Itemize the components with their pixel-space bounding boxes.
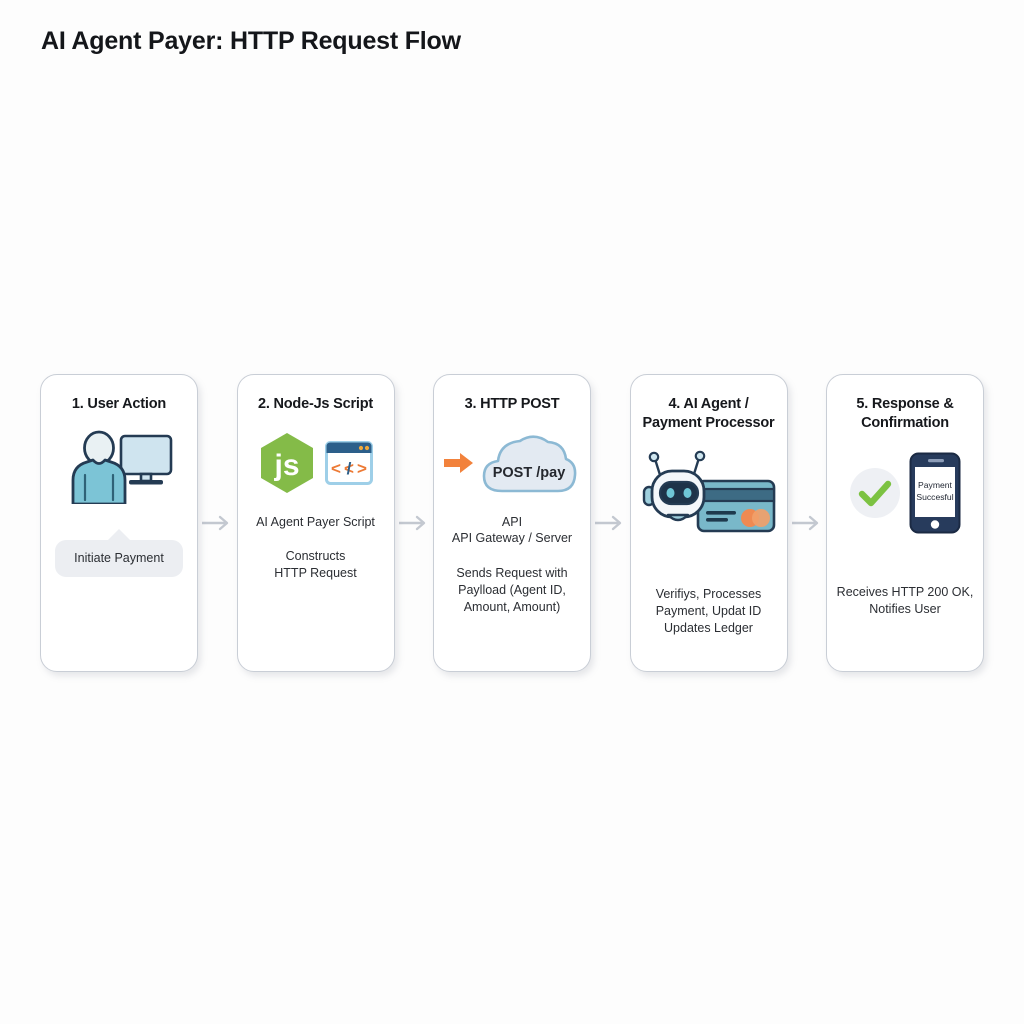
javascript-hexagon-icon: js [259,432,315,499]
green-check-circle-icon [849,467,901,524]
flow-step-card-2[interactable]: 2. Node-Js Script js < / [236,374,395,672]
user-at-computer-icon [41,418,197,514]
card-description-sub: Sends Request with Paylload (Agent ID, A… [456,566,568,614]
credit-card-icon [696,479,775,533]
flow-step-card-3[interactable]: 3. HTTP POST POST /pay API API Gateway /… [433,374,591,672]
robot-head-icon [642,450,705,522]
connector-arrow-1 [198,508,236,538]
svg-text:/: / [346,459,351,478]
svg-text:<: < [331,459,341,478]
card-description-sub: Verifiys, Processes Payment, Updat ID Up… [655,587,762,635]
cloud-label: POST /pay [493,465,566,481]
bubble-label: Initiate Payment [74,550,164,565]
page-title: AI Agent Payer: HTTP Request Flow [41,27,461,55]
flow-step-card-1[interactable]: 1. User Action Initiate Payment [40,374,198,672]
card-description: API API Gateway / Server [451,514,573,546]
orange-arrow-icon [444,451,474,480]
card-description-sub: Receives HTTP 200 OK, Notifies User [836,585,974,616]
js-label: js [273,449,299,482]
connector-arrow-4 [788,508,826,538]
card-title: 1. User Action [71,396,167,412]
flow-diagram: 1. User Action Initiate Payment [40,374,984,672]
svg-text:<: < [344,459,354,478]
phone-screen-line-1: Payment [918,480,953,490]
connector-arrow-3 [591,508,629,538]
robot-and-card-group [642,450,775,533]
phone-screen-line-2: Succesful [916,492,953,502]
card-description: AI Agent Payer Script [256,514,375,529]
svg-text:>: > [357,459,367,478]
flow-step-card-5[interactable]: 5. Response & Confirmation Payment Succ [826,374,984,672]
card-title: 4. AI Agent / Payment Processor [642,396,775,431]
smartphone-icon: Payment Succesful [909,452,961,539]
connector-arrow-2 [395,508,433,538]
card-title: 3. HTTP POST [464,396,560,412]
card-title: 5. Response & Confirmation [856,396,954,431]
card-description-sub: Constructs HTTP Request [274,549,357,581]
cloud-icon: POST /pay [478,429,580,502]
initiate-payment-bubble[interactable]: Initiate Payment [55,539,183,577]
code-window-icon: < / > < [324,441,373,490]
card-title: 2. Node-Js Script [257,396,374,412]
flow-step-card-4[interactable]: 4. AI Agent / Payment Processor [629,374,788,672]
